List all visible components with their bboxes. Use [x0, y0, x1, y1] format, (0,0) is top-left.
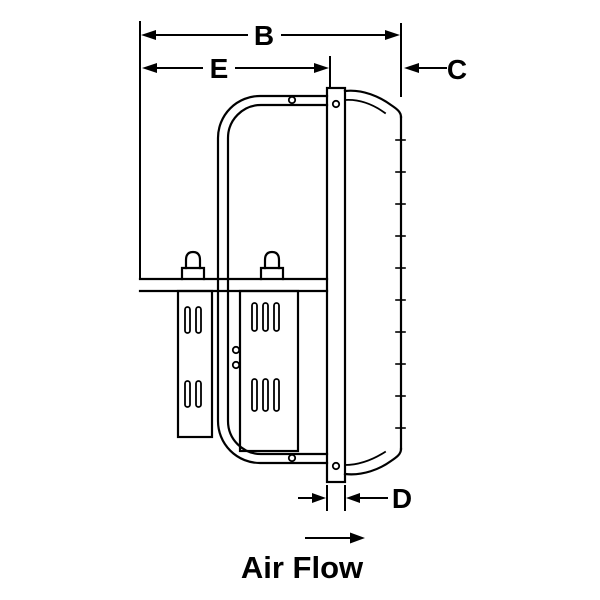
bracket-bolt-lower [231, 360, 241, 370]
motor-mount-arm [138, 277, 329, 293]
bracket-right-slots [251, 302, 280, 412]
dimension-c [404, 63, 447, 73]
air-flow-label: Air Flow [241, 550, 364, 585]
air-flow-arrow [305, 532, 365, 544]
fan-housing [343, 89, 406, 476]
dim-e-label: E [210, 53, 229, 84]
panel-mounting-hole-top [331, 99, 341, 109]
isolator-right [259, 250, 285, 281]
isolator-left [180, 250, 206, 281]
dim-d-arrow-right [346, 493, 360, 503]
dim-b-arrow-right [385, 30, 400, 40]
bracket-left-slots [184, 306, 202, 408]
isolator-right-dome [263, 250, 281, 270]
dim-b-label: B [254, 20, 274, 51]
dim-d-arrow-left [312, 493, 326, 503]
motor-bracket-right [231, 289, 300, 453]
dimension-b [139, 21, 402, 280]
housing-bottom-edge [343, 447, 403, 476]
motor-bracket-left [176, 289, 214, 439]
dimension-d [298, 485, 388, 511]
panel-mounting-hole-bottom [331, 461, 341, 471]
housing-top-inner-lip [344, 99, 387, 115]
guard-screw-top [287, 95, 297, 105]
air-flow-arrow-head [350, 532, 365, 544]
dim-c-arrow [404, 63, 419, 73]
housing-bottom-inner-lip [344, 450, 387, 466]
isolator-right-flange [259, 266, 285, 281]
isolator-left-flange [180, 266, 206, 281]
dimension-e [142, 56, 331, 87]
housing-top-edge [343, 89, 403, 119]
bracket-right-plate [238, 289, 300, 453]
dim-d-label: D [392, 483, 412, 514]
dim-e-arrow-left [142, 63, 157, 73]
isolator-left-dome [184, 250, 202, 270]
dim-e-arrow-right [314, 63, 329, 73]
guard-screw-bottom [287, 453, 297, 463]
bracket-bolt-upper [231, 345, 241, 355]
vibration-isolators [180, 250, 285, 281]
panel-plate [325, 86, 347, 484]
dim-c-label: C [447, 54, 467, 85]
dim-b-arrow-left [141, 30, 156, 40]
bracket-left-plate [176, 289, 214, 439]
mounting-panel [325, 86, 347, 484]
housing-edge-ticks [395, 139, 406, 429]
